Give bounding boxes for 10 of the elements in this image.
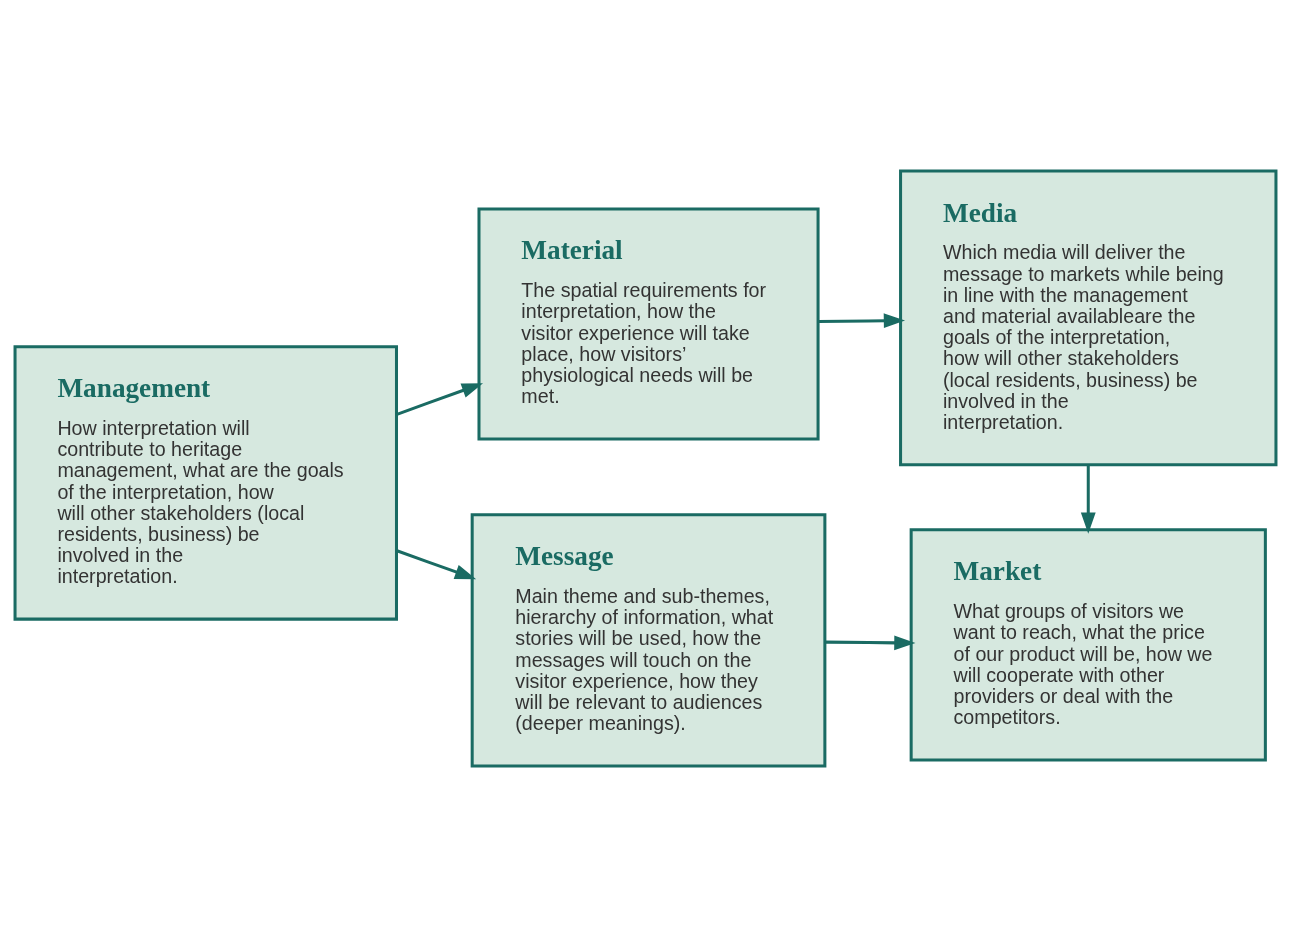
node-box: Message Main theme and sub-themes, hierarchy of information, what stories will be used, how the messages will touch on the visitor experience, how they will be relevant to audiences (deeper meanings). (470, 513, 827, 768)
node-box: Market What groups of visitors we want to reach, what the price of our product will be, how we will cooperate with other providers or deal with the competitors. (909, 528, 1267, 762)
arrow (818, 313, 906, 329)
node-box: Management How interpretation will contribute to heritage management, what are the goals of the interpretation, how will other stakeholders (local residents, business) be involved in the interpretation. (13, 345, 398, 621)
arrow (825, 635, 916, 651)
arrow (396, 549, 477, 580)
node-box: Material The spatial requirements for interpretation, how the visitor experience will take place, how visitors’ physiological needs will be met. (477, 207, 820, 441)
arrow (1080, 464, 1096, 534)
node-box: Media Which media will deliver the message to markets while being in line with the management and material availableare the goals of the interpretation, how will other stakeholders (local residents, business) be involved in the interpretation. (899, 169, 1278, 467)
arrow (396, 383, 484, 416)
